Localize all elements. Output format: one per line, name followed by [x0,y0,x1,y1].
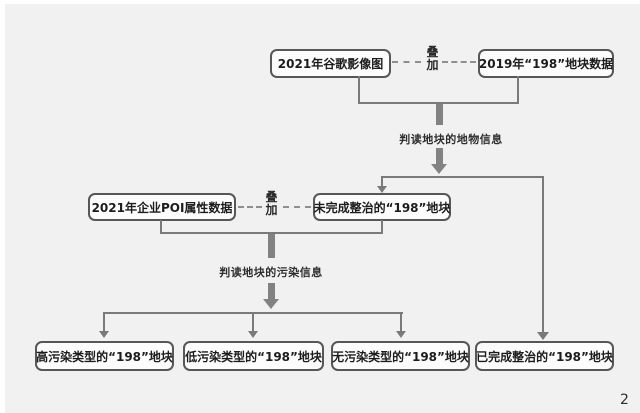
thick-arrow-stem-feature-top [436,104,443,125]
node-unremediated-parcels: 未完成整治的“198”地块 [313,193,451,221]
overlay-label-top: 叠加 [426,45,439,72]
thick-arrowhead-pollution-icon [263,299,279,309]
node-remediated-parcels: 已完成整治的“198”地块 [475,341,614,371]
node-no-pollution-parcels: 无污染类型的“198”地块 [331,341,470,371]
node-poi-attribute-data-2021: 2021年企业POI属性数据 [88,193,236,221]
dashed-connector-overlay-to-parcel [442,61,476,63]
connector-google-down [358,76,360,104]
connector-to-low-pollution [252,312,254,332]
connector-poi-down [160,220,162,234]
node-parcel-data-2019: 2019年“198”地块数据 [478,49,614,78]
caption-interpret-feature-info: 判读地块的地物信息 [399,133,503,146]
arrowhead-to-no-pollution-icon [396,331,406,338]
overlay-label-mid: 叠加 [265,190,278,217]
node-google-imagery-2021: 2021年谷歌影像图 [270,49,391,78]
arrowhead-to-unremediated-icon [377,186,387,193]
connector-to-no-pollution [400,312,402,332]
arrowhead-to-low-pollution-icon [248,331,258,338]
connector-split1-horizontal [382,176,544,178]
caption-interpret-pollution-info: 判读地块的污染信息 [219,266,323,279]
dashed-connector-overlay-to-unremediated [283,206,311,208]
connector-to-remediated-long [542,176,544,333]
thick-arrow-stem-feature-bottom [436,148,443,164]
node-high-pollution-parcels: 高污染类型的“198”地块 [35,341,174,371]
thick-arrowhead-feature-icon [431,164,447,174]
node-low-pollution-parcels: 低污染类型的“198”地块 [183,341,324,371]
connector-to-high-pollution [103,312,105,332]
connector-parcel-down [517,76,519,104]
connector-merge2-horizontal [160,232,383,234]
page-number: 2 [620,392,629,408]
dashed-connector-google-to-overlay [392,61,421,63]
thick-arrow-stem-pollution-top [268,234,275,258]
dashed-connector-poi-to-overlay [238,206,262,208]
connector-merge1-horizontal [358,102,519,104]
arrowhead-to-high-pollution-icon [99,331,109,338]
thick-arrow-stem-pollution-bottom [268,283,275,299]
connector-to-unremediated [381,176,383,187]
connector-unremediated-down [381,220,383,234]
arrowhead-to-remediated-icon [537,332,549,340]
